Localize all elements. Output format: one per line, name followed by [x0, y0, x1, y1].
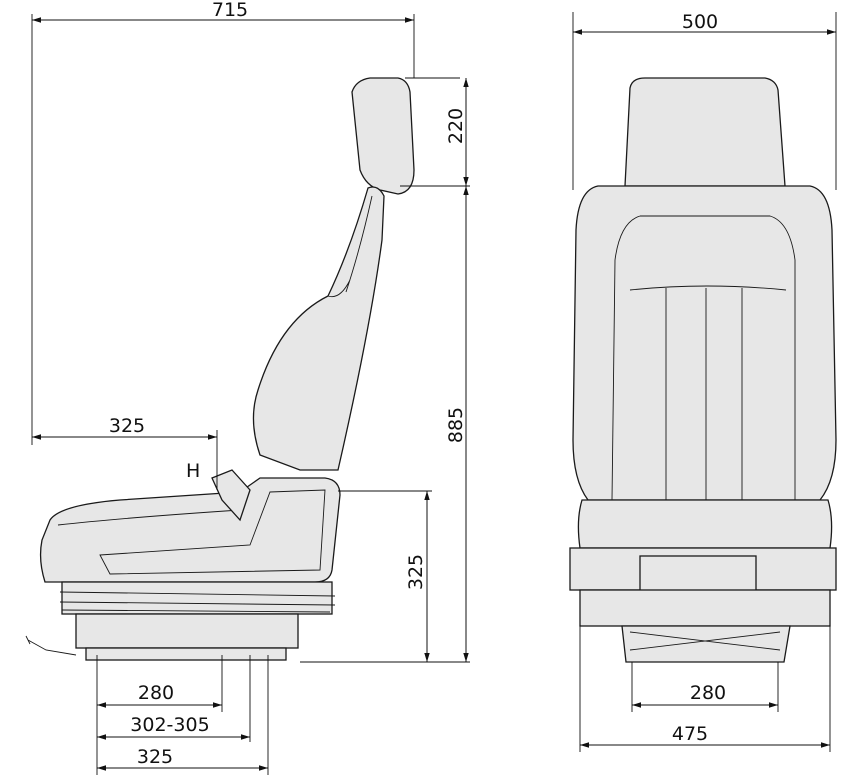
dim-rail-range: 302-305: [130, 714, 209, 736]
front-cushion: [577, 499, 833, 549]
dim-base-width: 475: [672, 723, 708, 745]
side-base: [75, 613, 299, 649]
dim-rail-280: 280: [138, 682, 174, 704]
dim-overall-width: 500: [682, 11, 718, 33]
side-rail: [85, 647, 287, 661]
dim-h-point-distance: 325: [109, 415, 145, 437]
dim-rail-325: 325: [137, 746, 173, 768]
front-scissor-base: [621, 625, 791, 663]
h-point-bracket: [211, 469, 251, 522]
front-headrest: [624, 77, 786, 187]
dim-headrest-height: 220: [445, 108, 467, 144]
dim-seat-height: 325: [405, 554, 427, 590]
dimension-lines: [31, 12, 837, 775]
dimension-labels: 715 220 885 325 325 H 280 302-305 325 50…: [109, 0, 726, 768]
side-headrest: [351, 77, 415, 195]
side-suspension-bellows: [61, 581, 333, 615]
side-backrest: [252, 186, 385, 471]
front-control-panel: [639, 555, 757, 593]
dim-rail-spacing: 280: [690, 682, 726, 704]
h-point-label: H: [186, 460, 200, 482]
dim-overall-height: 885: [445, 407, 467, 443]
front-suspension: [579, 589, 831, 627]
dim-overall-length: 715: [212, 0, 248, 21]
side-view-seat: [25, 77, 415, 661]
side-cushion: [39, 477, 341, 583]
slide-lever: [25, 635, 77, 656]
front-view-seat: [569, 77, 837, 663]
